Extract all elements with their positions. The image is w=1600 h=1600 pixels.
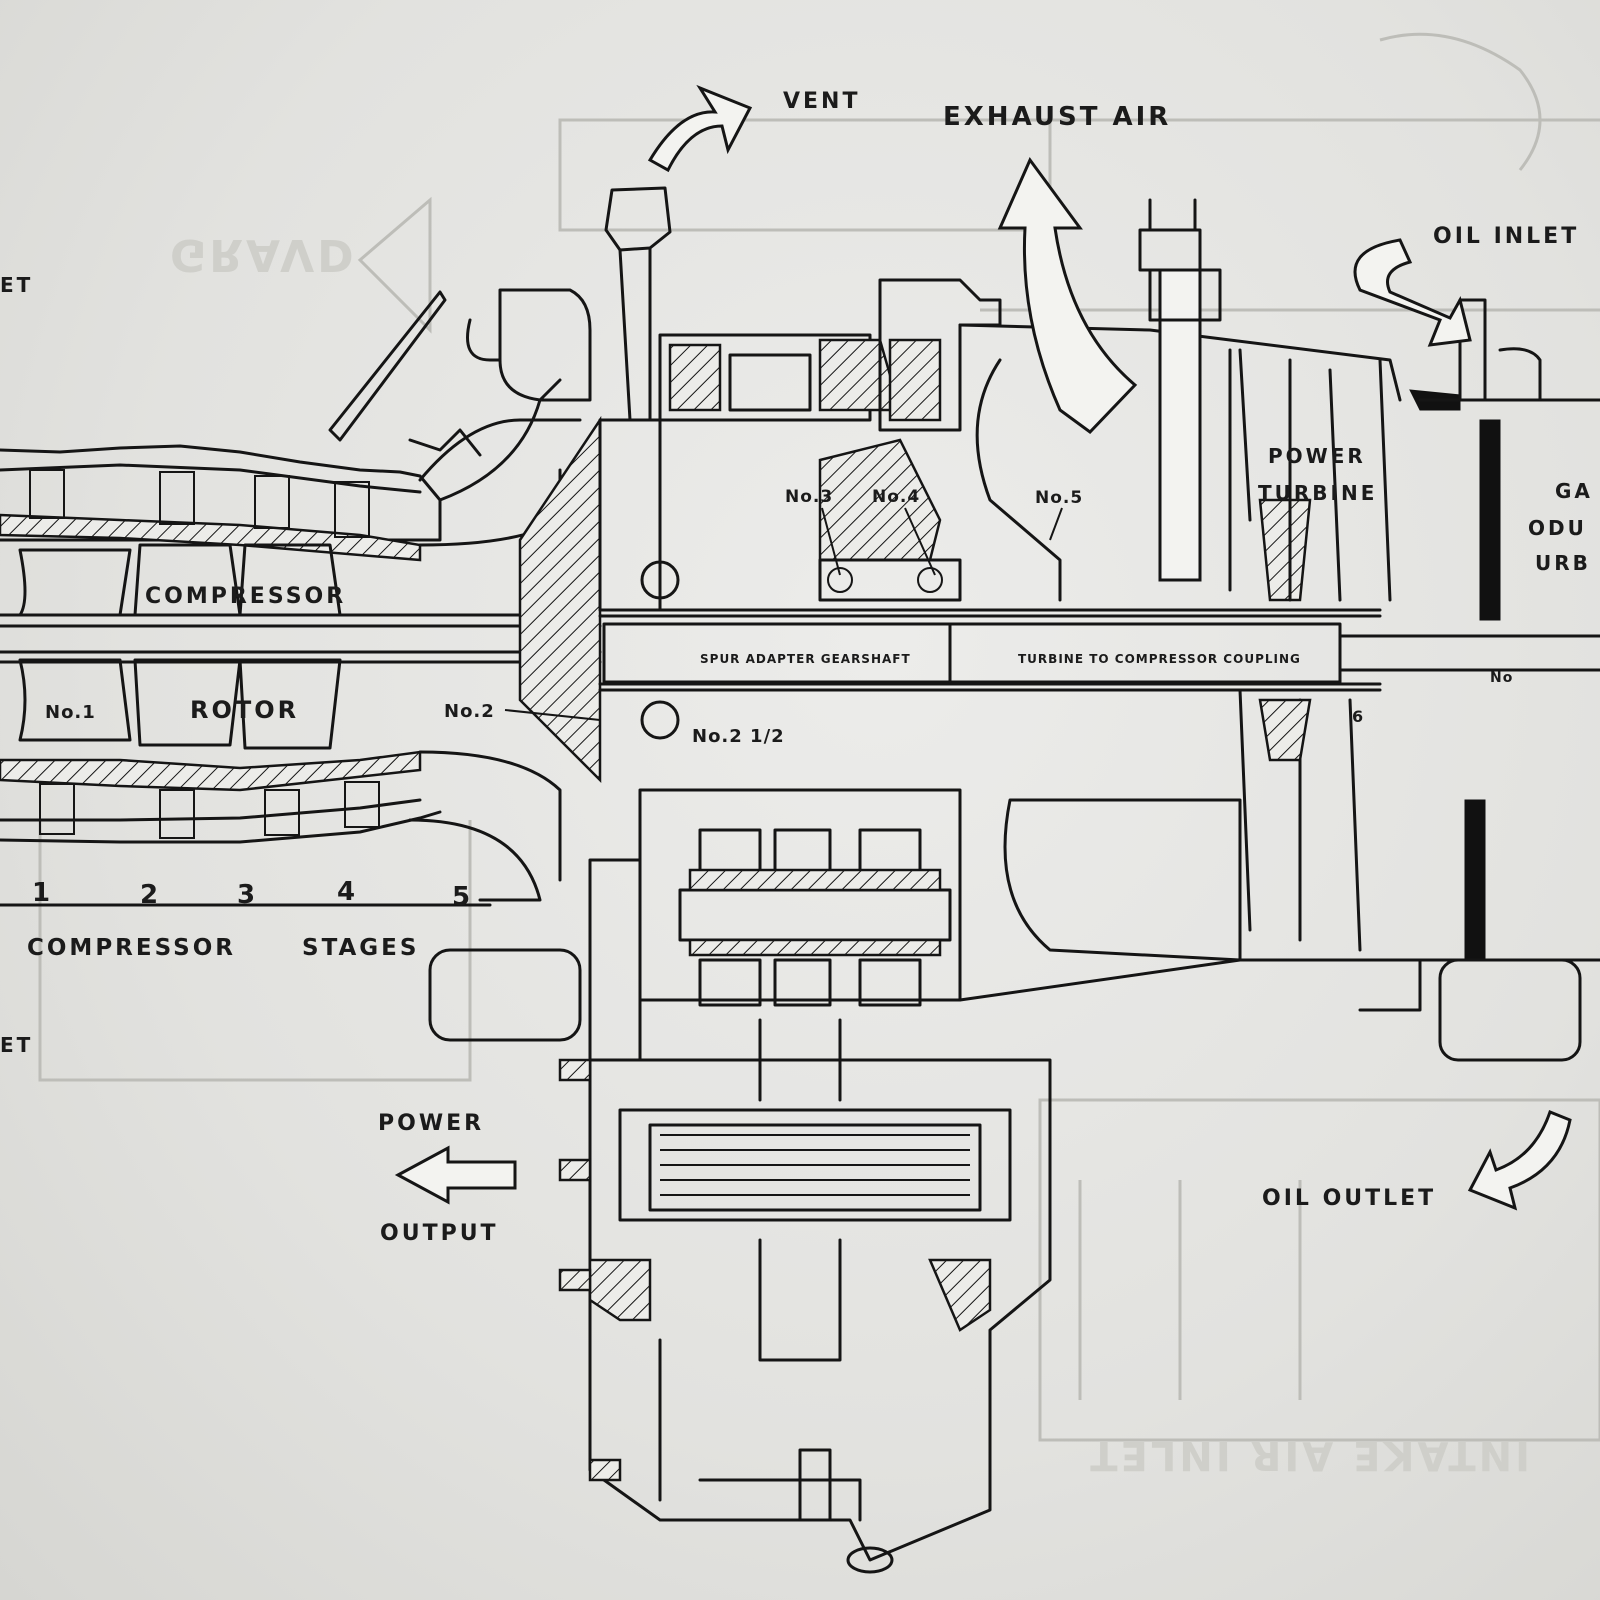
bleed-through-background: GRAVD INTAKE AIR INLET: [38, 32, 1600, 1478]
gas-producer-label-1: GA: [1555, 479, 1593, 503]
gas-producer-label-3: URB: [1535, 551, 1591, 575]
accessory-gearbox: [428, 788, 1052, 1574]
oil-outlet-label: OIL OUTLET: [1262, 1186, 1436, 1211]
stage-numbers: 1 2 3 4 5: [32, 877, 473, 912]
compressor-section: [0, 378, 602, 907]
vent-arrow-icon: [647, 84, 753, 173]
oil-inlet-arrow-icon: [1353, 238, 1472, 347]
bearing-no5-label: No.5: [1035, 488, 1083, 508]
vent-label: VENT: [783, 89, 860, 114]
bearing-no3-label: No.3: [785, 487, 833, 507]
compressor-label: COMPRESSOR: [145, 584, 346, 609]
vent-duct: [328, 186, 672, 482]
bearing-no2-half-label: No.2 1/2: [692, 726, 785, 747]
diagram-labels: VENT EXHAUST AIR OIL INLET OIL OUTLET PO…: [0, 89, 1593, 1246]
compressor-stages-label: COMPRESSOR: [27, 935, 236, 961]
bearing-no1-label: No.1: [45, 702, 96, 723]
stages-label: STAGES: [302, 935, 419, 961]
power-turbine-label-1: POWER: [1268, 444, 1366, 468]
power-label: POWER: [378, 1111, 484, 1136]
svg-text:INTAKE AIR INLET: INTAKE AIR INLET: [1087, 1432, 1530, 1478]
rotor-label: ROTOR: [190, 696, 299, 724]
power-turbine-label-2: TURBINE: [1258, 481, 1377, 505]
spur-adapter-gearshaft-label: SPUR ADAPTER GEARSHAFT: [700, 652, 911, 666]
turbine-section: [958, 198, 1600, 1062]
bearing-no-right-label: No: [1490, 670, 1513, 686]
gas-producer-label-2: ODU: [1528, 516, 1587, 540]
exhaust-air-arrow-icon: [997, 157, 1138, 434]
stage-number: 3: [237, 880, 258, 910]
bearing-no2-label: No.2: [444, 701, 495, 722]
bearing-no4-label: No.4: [872, 487, 920, 507]
stage-number: 4: [337, 877, 358, 907]
output-label: OUTPUT: [380, 1221, 499, 1246]
bearing-labels: No.1 No.2 No.2 1/2 No.3 No.4 No.5 6 No: [45, 487, 1513, 747]
oil-inlet-label: OIL INLET: [1433, 224, 1579, 249]
exhaust-air-label: EXHAUST AIR: [943, 102, 1171, 132]
stage-number: 2: [140, 880, 161, 910]
compressor-vanes-top: [29, 469, 370, 538]
left-cut-label-top: ET: [0, 273, 33, 297]
bearing-no6-label: 6: [1352, 707, 1364, 726]
power-output-arrow-icon: [394, 1145, 517, 1205]
gearbox-housing: [518, 278, 1600, 784]
left-cut-label-bottom: ET: [0, 1033, 33, 1057]
stage-number: 5: [452, 882, 473, 912]
turbine-coupling-label: TURBINE TO COMPRESSOR COUPLING: [1018, 652, 1301, 666]
oil-outlet-arrow-icon: [1467, 1110, 1572, 1211]
svg-text:GRAVD: GRAVD: [170, 229, 357, 280]
stage-number: 1: [32, 878, 53, 908]
